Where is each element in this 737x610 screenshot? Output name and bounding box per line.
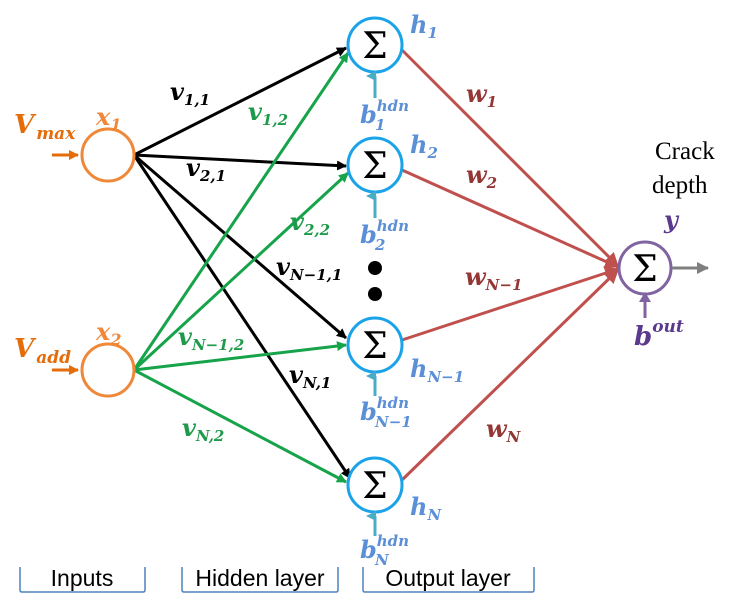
edge-x1-h2 — [133, 153, 347, 171]
edge-h2-y — [401, 168, 619, 269]
edges-from-x2 — [132, 52, 350, 484]
output-title-line1: Crack — [655, 138, 715, 165]
input-circle — [80, 342, 136, 398]
edge-hN-y — [400, 268, 620, 482]
hidden-node-label: h1 — [410, 10, 438, 42]
edges-from-x1 — [132, 46, 352, 479]
edge-labels-x2: v1,2 v2,2 vN−1,2 vN,2 — [178, 97, 330, 445]
sigma-icon: Σ — [362, 466, 387, 507]
hidden-node-label: hN — [410, 492, 442, 524]
sigma-icon: Σ — [362, 146, 387, 187]
edge-x2-h2 — [132, 171, 350, 372]
ellipsis-dot — [368, 261, 382, 275]
sigma-icon: Σ — [362, 26, 387, 67]
edge-hN-1-y — [401, 266, 619, 342]
edge-x1-hN-1 — [133, 153, 347, 340]
output-title: Crack depth — [652, 138, 721, 199]
edge-x1-hN — [132, 154, 352, 479]
layer-bracket-inputs: Inputs — [19, 565, 146, 593]
layer-label: Output layer — [385, 565, 511, 591]
output-weight-labels: w1 w2 wN−1 wN — [465, 79, 522, 446]
bracket-line — [19, 567, 146, 593]
output-bias-arrowhead — [639, 292, 651, 302]
edge-x2-hN — [133, 368, 347, 484]
weight-label: v2,2 — [290, 207, 330, 239]
ellipsis-dot — [368, 287, 382, 301]
bracket-line — [362, 567, 535, 593]
weight-label: wN−1 — [465, 262, 522, 294]
layer-label: Hidden layer — [195, 565, 324, 591]
output-bias-label: bout — [634, 317, 684, 352]
weight-label: v1,1 — [170, 77, 210, 109]
weight-label: vN,2 — [182, 413, 224, 445]
bracket-line — [181, 567, 339, 593]
input-node-label: x2 — [95, 317, 121, 349]
sigma-icon: Σ — [362, 326, 387, 367]
edges-to-output — [400, 48, 620, 482]
edge-x1-h1 — [133, 46, 347, 157]
weight-label: vN−1,2 — [178, 322, 244, 354]
layer-bracket-output: Output layer — [362, 565, 535, 593]
weight-label: vN,1 — [289, 360, 331, 392]
edge-x2-h1 — [132, 52, 350, 371]
output-node-label: y — [663, 205, 680, 234]
edge-labels-x1: v1,1 v2,1 vN−1,1 vN,1 — [170, 77, 342, 392]
output-node-y: Crack depth y Σ bout — [617, 138, 721, 352]
edge-h1-y — [400, 48, 620, 268]
layer-label: Inputs — [51, 565, 114, 591]
weight-label: w1 — [466, 79, 497, 111]
weight-label: v2,1 — [186, 153, 226, 185]
weight-label: w2 — [466, 160, 497, 192]
ellipsis-dots-icon — [368, 261, 382, 301]
edge-x2-hN-1 — [133, 341, 347, 372]
sigma-icon: Σ — [632, 249, 657, 290]
weight-label: v1,2 — [248, 97, 288, 129]
input-node-label: x1 — [95, 102, 121, 134]
output-title-line2: depth — [652, 172, 708, 199]
hidden-node-label: hN−1 — [410, 354, 464, 386]
weight-label: vN−1,1 — [276, 252, 342, 284]
input-circle — [80, 127, 136, 183]
layer-bracket-hidden: Hidden layer — [181, 565, 339, 593]
hidden-node-label: h2 — [410, 130, 438, 162]
weight-label: wN — [486, 414, 522, 446]
